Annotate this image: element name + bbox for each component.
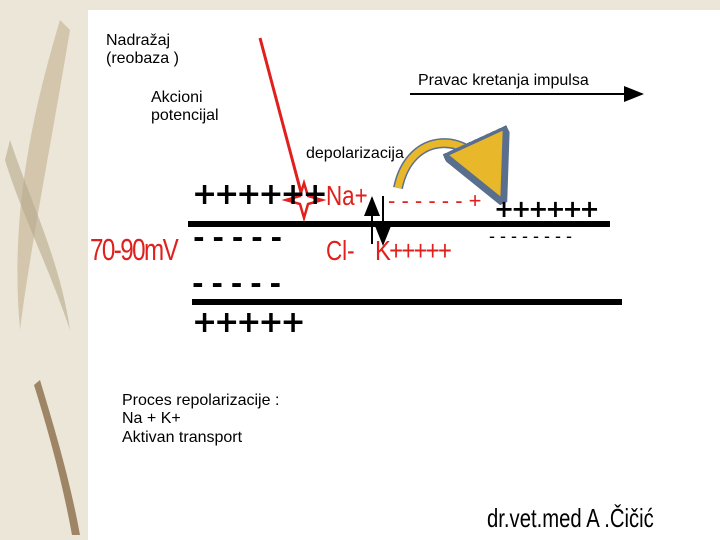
- repolarization-label: Proces repolarizacije : Na + K+ Aktivan …: [122, 392, 280, 446]
- depol-minus-charges: - - - - - - +: [388, 188, 482, 213]
- stimulus-label: Nadražaj (reobaza ): [106, 32, 179, 68]
- stimulus-line: [258, 37, 305, 201]
- voltage-label: 70-90mV: [90, 232, 179, 267]
- stimulus-star-icon: [281, 178, 327, 223]
- direction-label: Pravac kretanja impulsa: [418, 72, 589, 89]
- bottom-plus-charges: +++++: [192, 305, 306, 340]
- depolarization-arc: [393, 138, 497, 190]
- top-left-plus-charges: ++++++: [192, 177, 328, 212]
- author-credit: dr.vet.med A .Čičić: [487, 503, 654, 533]
- right-minus-charges: - - - - - - - -: [489, 226, 572, 246]
- right-plus-charges: ++++++: [494, 195, 600, 223]
- cl-ion-label: Cl-: [326, 235, 355, 266]
- action-potential-label: Akcioni potencijal: [151, 89, 219, 125]
- na-ion-label: Na+: [326, 180, 368, 211]
- slide-canvas: [88, 10, 720, 540]
- bottom-minus-charges: - - - - -: [192, 267, 281, 300]
- top-left-minus-charges: - - - - -: [193, 221, 282, 254]
- k-ion-label: K+++++: [375, 235, 452, 266]
- depolarization-label: depolarizacija: [306, 145, 404, 162]
